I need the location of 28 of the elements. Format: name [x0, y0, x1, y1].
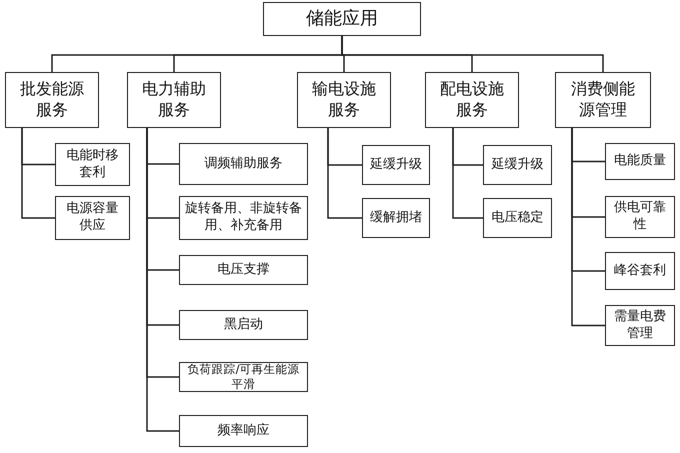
- category-box: 电力辅助服务: [127, 72, 221, 128]
- service-box: 调频辅助服务: [179, 143, 308, 185]
- service-box: 延缓升级: [362, 145, 430, 185]
- service-box: 频率响应: [179, 415, 308, 447]
- service-box: 黑启动: [179, 310, 308, 340]
- service-box: 负荷跟踪/可再生能源平滑: [179, 362, 308, 392]
- service-box: 电能时移套利: [55, 143, 130, 186]
- service-box: 电源容量供应: [55, 196, 130, 240]
- service-box: 电压稳定: [483, 198, 552, 238]
- category-box: 输电设施服务: [297, 72, 391, 128]
- service-box: 电压支撑: [179, 255, 308, 285]
- service-box: 需量电费管理: [605, 305, 675, 346]
- service-box: 缓解拥堵: [362, 198, 430, 238]
- service-box: 延缓升级: [483, 145, 552, 185]
- connector-line: [327, 128, 362, 219]
- service-box: 旋转备用、非旋转备用、补充备用: [179, 196, 308, 240]
- connector-line: [21, 128, 55, 219]
- service-box: 供电可靠性: [605, 196, 675, 238]
- connector-line: [146, 128, 179, 432]
- category-box: 批发能源服务: [5, 72, 99, 128]
- category-box: 消费侧能源管理: [555, 72, 651, 128]
- service-box: 峰谷套利: [605, 252, 675, 290]
- connector-line: [571, 128, 605, 326]
- root-box: 储能应用: [263, 2, 421, 36]
- connector-line: [452, 128, 483, 219]
- category-box: 配电设施服务: [425, 72, 519, 128]
- connector-line: [341, 36, 604, 72]
- service-box: 电能质量: [605, 143, 675, 180]
